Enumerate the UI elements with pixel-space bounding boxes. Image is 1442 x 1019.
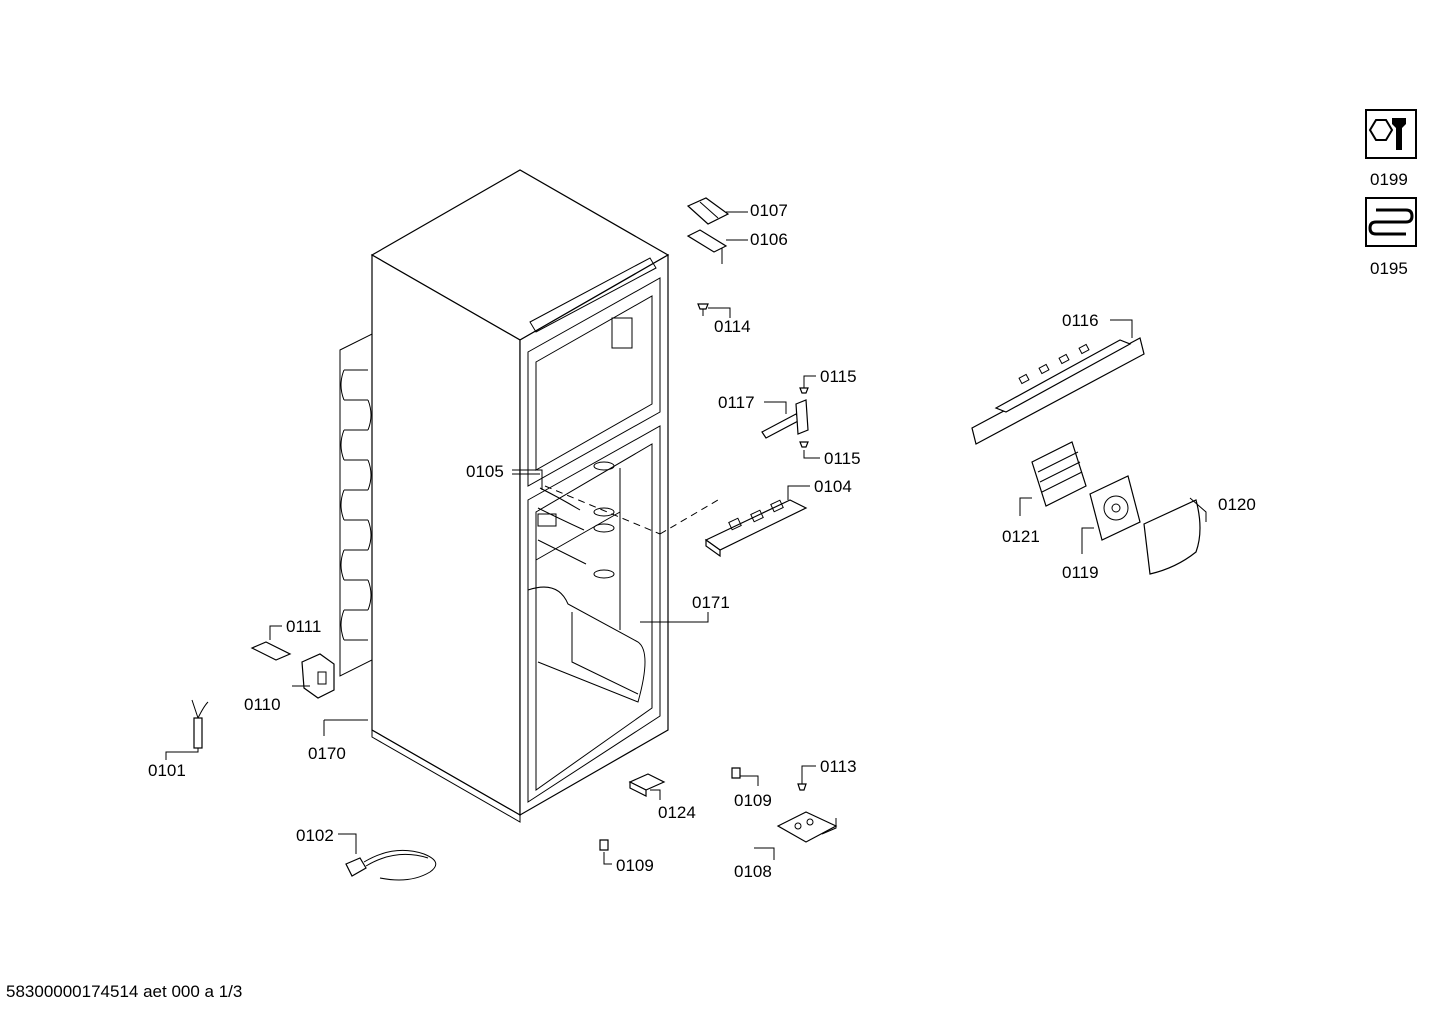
part-0115-screw-lower (799, 441, 820, 459)
part-0124-leveling-foot (628, 773, 666, 800)
label-0199: 0199 (1370, 170, 1408, 189)
part-0106-top-hinge (686, 229, 748, 264)
refrigerator-cabinet (339, 169, 719, 823)
label-0109-lower: 0109 (616, 856, 654, 875)
label-0104: 0104 (814, 477, 852, 496)
condenser-coil (339, 333, 373, 677)
label-0113: 0113 (820, 757, 857, 776)
label-0170: 0170 (308, 744, 346, 763)
label-0124: 0124 (658, 803, 696, 822)
label-0115-lower: 0115 (824, 449, 861, 468)
refrigerant-coil-icon (1365, 197, 1417, 247)
part-0116-control-panel (971, 319, 1145, 445)
label-0107: 0107 (750, 201, 788, 220)
label-0105: 0105 (466, 462, 504, 481)
part-0107-hinge-cover (686, 197, 748, 225)
part-0120-duct-cover (1143, 497, 1207, 575)
label-0114: 0114 (714, 317, 751, 336)
part-0113-screw (797, 765, 816, 791)
part-0109-screw-upper (731, 767, 759, 786)
part-0111-cover-plate (250, 625, 292, 661)
label-0195: 0195 (1370, 259, 1408, 278)
part-0121-fan-cover (1019, 441, 1087, 516)
label-0101: 0101 (148, 761, 186, 780)
label-0110: 0110 (244, 695, 281, 714)
part-0114-screw (697, 303, 731, 318)
label-0121: 0121 (1002, 527, 1040, 546)
label-0171: 0171 (692, 593, 730, 612)
wrench-nut-icon (1365, 109, 1417, 159)
document-footer-code: 58300000174514 aet 000 a 1/3 (6, 982, 243, 1001)
label-0117: 0117 (718, 393, 755, 412)
label-0106: 0106 (750, 230, 788, 249)
label-0109-upper: 0109 (734, 791, 772, 810)
label-0120: 0120 (1218, 495, 1256, 514)
part-0101-sensor (165, 699, 209, 760)
part-0104-lamp-housing (704, 485, 810, 558)
part-0109-screw-lower (599, 839, 612, 865)
label-0116: 0116 (1062, 311, 1099, 330)
part-0117-middle-hinge (761, 399, 809, 439)
label-0115-upper: 0115 (820, 367, 857, 386)
label-0119: 0119 (1062, 563, 1099, 582)
label-0108: 0108 (734, 862, 772, 881)
part-0110-clip (292, 653, 335, 699)
part-0115-screw-upper (799, 375, 816, 394)
part-0119-fan (1081, 475, 1141, 554)
label-0102: 0102 (296, 826, 334, 845)
label-0111: 0111 (286, 617, 321, 636)
part-0108-bottom-hinge (754, 811, 838, 860)
part-0102-power-cord (338, 833, 437, 881)
